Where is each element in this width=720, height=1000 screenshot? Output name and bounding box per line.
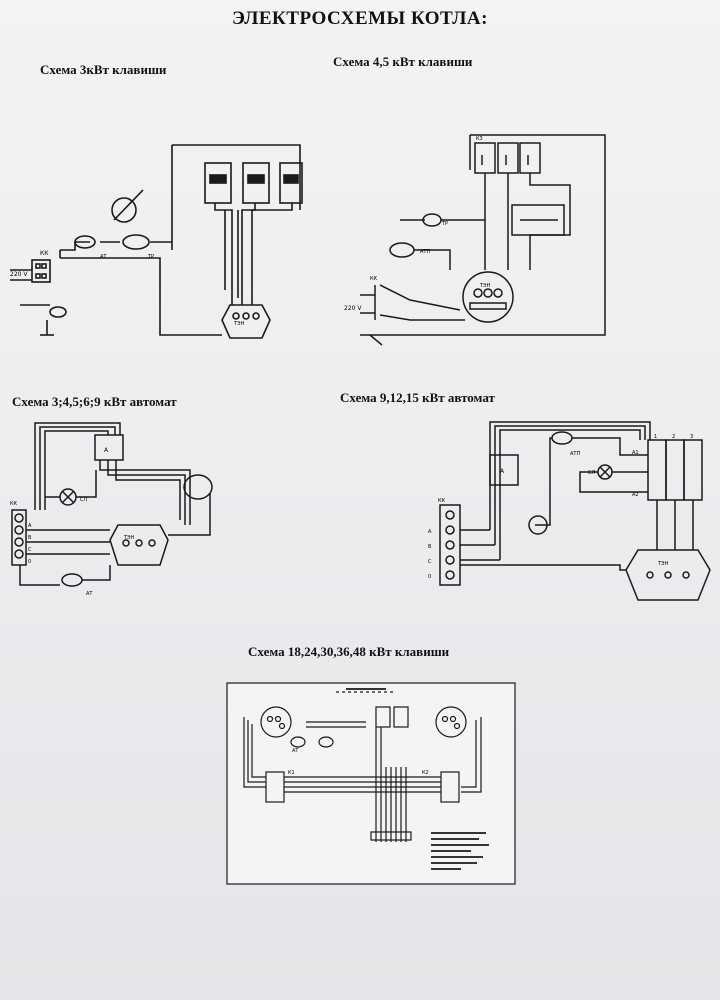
s5-at-label: АТ [292,748,299,754]
scheme-5-diagram: АТ К1 К2 [226,682,516,885]
s3-sl-label: СЛ [80,497,87,503]
scheme-3-diagram: А КК ТЭН АТ СЛ А B C 0 [10,422,213,597]
s4-sl-label: СЛ [588,470,595,476]
scheme-3-caption: Схема 3;4,5;6;9 кВт автомат [12,394,177,409]
s3-at-label: АТ [86,591,93,597]
s4-ten-label: ТЭН [657,561,669,567]
scheme-1-diagram: КК 220 V АТ ТР ТЭН [10,144,303,339]
s4-col-1: 1 [654,434,657,440]
s4-a1-label: А1 [632,450,639,456]
s2-kk-label: КК [370,276,378,282]
s4-at-label: АТП [570,451,580,457]
s4-term-c: C [428,559,432,565]
scheme-5-caption: Схема 18,24,30,36,48 кВт клавиши [248,644,450,659]
s3-ten-label: ТЭН [123,535,135,541]
s4-a-label: А [500,468,505,475]
s1-voltage-label: 220 V [10,271,28,278]
s1-ten-label: ТЭН [233,321,245,327]
s4-a2-label: А2 [632,492,639,498]
scheme-1-caption: Схема 3кВт клавиши [40,62,167,77]
s2-voltage-label: 220 V [344,305,362,312]
scheme-2-caption: Схема 4,5 кВт клавиши [333,54,473,69]
s4-term-0: 0 [428,574,431,580]
s1-at-label: АТ [100,254,107,260]
s3-term-0: 0 [28,559,31,565]
document-title: ЭЛЕКТРОСХЕМЫ КОТЛА: [232,8,488,29]
scheme-4-caption: Схема 9,12,15 кВт автомат [340,390,495,405]
s2-k3-label: К3 [476,136,483,142]
s3-kk-label: КК [10,501,18,507]
s5-k2-label: К2 [422,770,429,776]
s4-col-2: 2 [672,434,675,440]
s3-term-a: А [28,523,32,529]
s3-term-c: C [28,547,32,553]
s5-k1-label: К1 [288,770,295,776]
s3-a-label: А [104,447,109,454]
s1-kk-label: КК [40,250,49,257]
s4-kk-label: КК [438,498,446,504]
s2-ten-label: ТЭН [479,283,491,289]
s4-term-a: А [428,529,432,535]
scheme-4-diagram: А КК АТП СЛ А1 А2 1 2 3 ТЭН А B C 0 [428,421,711,601]
s2-tr-label: ТР [441,221,448,227]
s4-col-3: 3 [690,434,693,440]
s3-term-b: B [28,535,32,541]
s4-term-b: B [428,544,432,550]
s1-tr-label: ТР [147,254,154,260]
scheme-2-diagram: К3 ТР АТП 220 V КК ТЭН [344,134,606,346]
s2-at-label: АТП [420,249,430,255]
